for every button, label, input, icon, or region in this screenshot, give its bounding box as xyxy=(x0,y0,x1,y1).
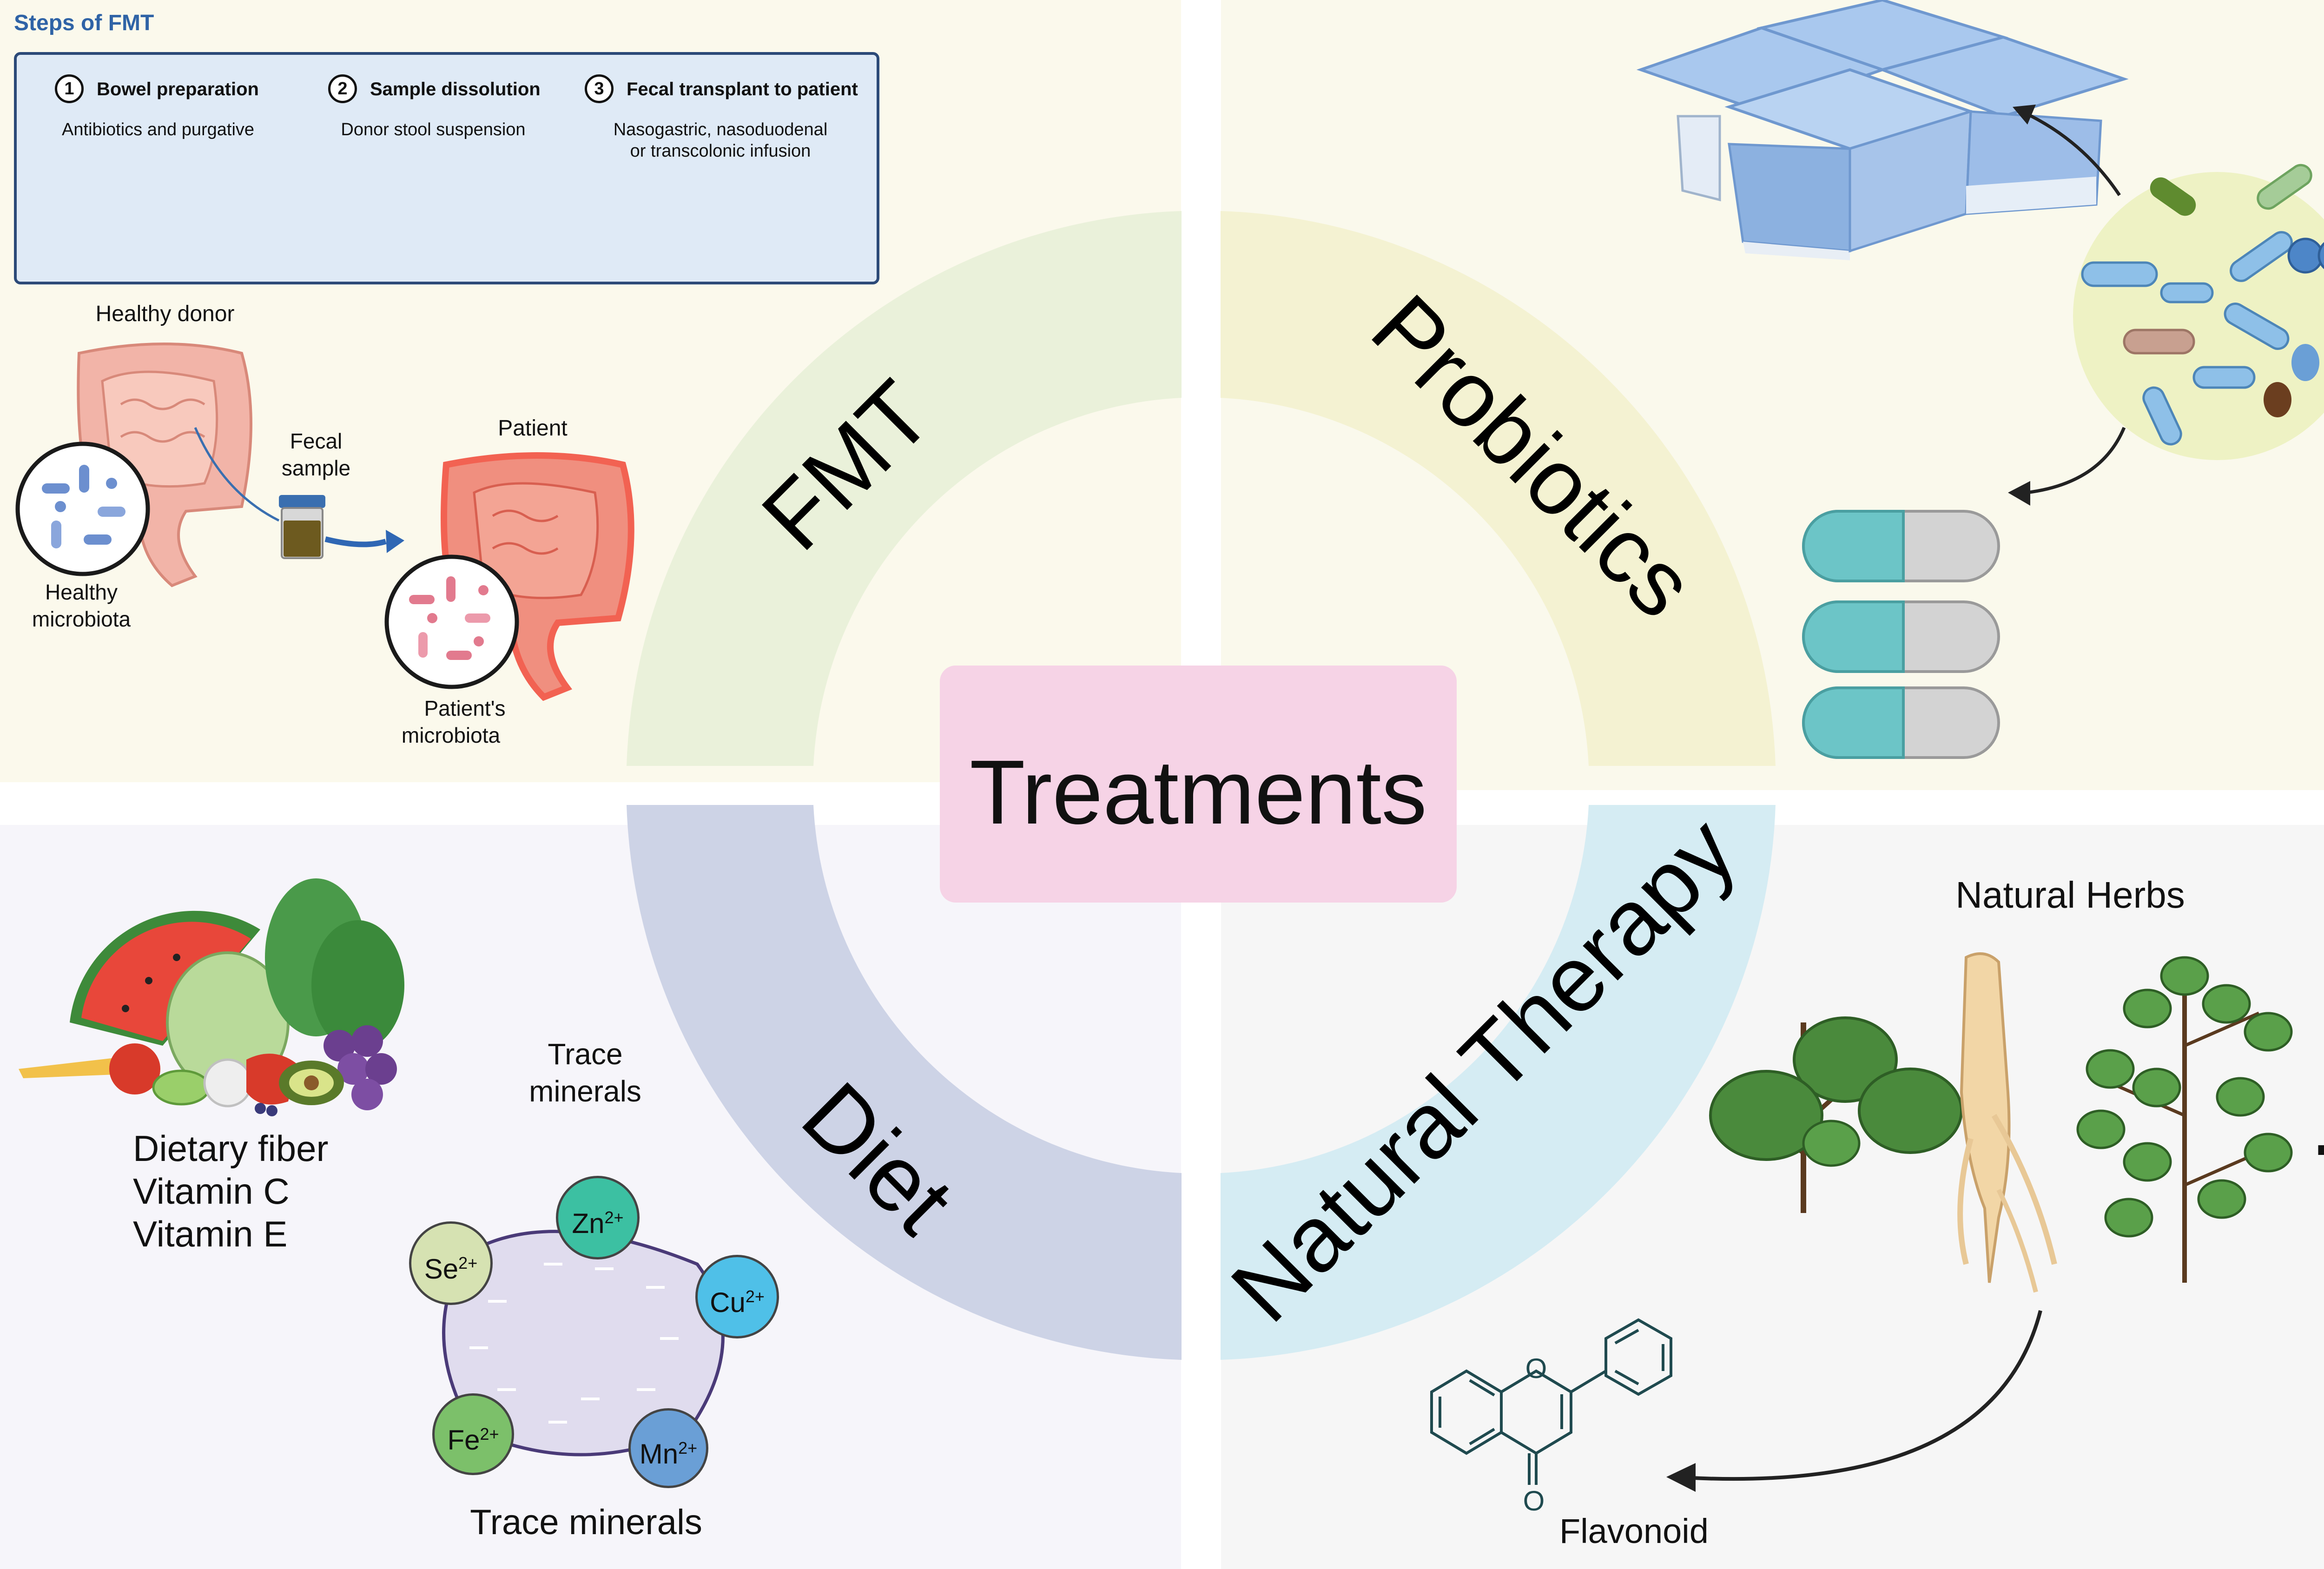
herb-plant-icon xyxy=(1709,1016,1963,1213)
diet-nutrient-item: Vitamin C xyxy=(133,1171,290,1212)
flavonoid-keto-oxygen: O xyxy=(1523,1485,1545,1516)
arrow-to-flavonoid-head xyxy=(1666,1463,1696,1492)
diet-nutrient-item: Dietary fiber xyxy=(133,1128,329,1169)
healthy-colon-icon xyxy=(77,343,252,587)
copper-ion-badge: Cu2+ xyxy=(695,1255,779,1338)
fecal-sample-label-line2: sample xyxy=(281,456,351,480)
step-3-number: 3 xyxy=(585,74,614,103)
arrow-to-yogurt-head xyxy=(2013,105,2036,125)
capsules-icon xyxy=(1802,510,2000,759)
herb-shrub-icon xyxy=(2076,956,2293,1283)
zinc-ion-charge: 2+ xyxy=(604,1208,624,1227)
donor-connector-line xyxy=(194,427,280,522)
patient-microbiota-label-line2: microbiota xyxy=(401,723,501,747)
flavonoid-ring-oxygen: O xyxy=(1525,1353,1547,1384)
arrow-to-capsules-head xyxy=(2008,481,2030,506)
treatments-box xyxy=(940,666,1457,903)
step-3-description-line1: Nasogastric, nasoduodenal xyxy=(613,120,828,139)
fmt-steps-box xyxy=(14,52,879,284)
step-2-number: 2 xyxy=(328,74,357,103)
selenium-ion-badge: Se2+ xyxy=(409,1221,493,1305)
arrow-to-flavonoid xyxy=(1691,1310,2042,1481)
fruits-and-vegetables-icon xyxy=(19,878,404,1116)
trace-minerals-inner-label-line1: Trace xyxy=(548,1037,623,1071)
step-1-number: 1 xyxy=(55,74,84,103)
more-herbs-ellipsis: ... xyxy=(2314,1095,2324,1170)
flavonoid-structure-icon xyxy=(1430,1318,1672,1485)
diet-nutrient-list: Dietary fiber Vitamin C Vitamin E xyxy=(133,1127,458,1255)
treatments-title: Treatments xyxy=(970,741,1427,843)
transfer-arrow-icon xyxy=(324,530,404,553)
microbes-circle-icon xyxy=(2073,164,2324,460)
iron-ion-charge: 2+ xyxy=(480,1424,499,1444)
patient-microbiota-label-line1: Patient's xyxy=(424,696,506,720)
step-3-title: Fecal transplant to patient xyxy=(627,79,858,99)
zinc-ion-symbol: Zn xyxy=(572,1208,605,1239)
selenium-ion-symbol: Se xyxy=(424,1253,459,1285)
manganese-ion-charge: 2+ xyxy=(678,1438,698,1457)
diet-nutrient-item: Vitamin E xyxy=(133,1213,288,1254)
step-1-title: Bowel preparation xyxy=(97,79,259,99)
natural-herbs-title: Natural Herbs xyxy=(1955,874,2185,916)
manganese-ion-badge: Mn2+ xyxy=(628,1408,708,1488)
iron-ion-badge: Fe2+ xyxy=(432,1393,514,1475)
yogurt-cups-icon xyxy=(1636,0,2129,260)
steps-of-fmt-title: Steps of FMT xyxy=(14,11,154,35)
copper-ion-symbol: Cu xyxy=(710,1287,746,1318)
probiotics-segment xyxy=(1221,211,1776,766)
trace-minerals-caption: Trace minerals xyxy=(470,1503,702,1542)
trace-minerals-inner-label-line2: minerals xyxy=(529,1075,641,1108)
healthy-microbiota-label-line2: microbiota xyxy=(32,607,131,631)
zinc-ion-badge: Zn2+ xyxy=(556,1176,640,1259)
fmt-segment xyxy=(627,211,1182,766)
step-3-description-line2: or transcolonic infusion xyxy=(630,141,811,161)
step-2-title: Sample dissolution xyxy=(370,79,541,99)
diet-segment xyxy=(627,805,1182,1360)
patient-label: Patient xyxy=(498,416,568,441)
step-1-description: Antibiotics and purgative xyxy=(61,120,255,139)
manganese-ion-symbol: Mn xyxy=(639,1438,679,1470)
arrow-to-capsules xyxy=(2026,427,2126,494)
patient-microbiota-icon xyxy=(384,554,519,689)
patient-colon-icon xyxy=(441,452,634,701)
ginseng-root-icon xyxy=(1957,952,2057,1293)
fecal-sample-label-line1: Fecal xyxy=(290,429,343,453)
natural-therapy-segment xyxy=(1221,805,1776,1360)
healthy-donor-label: Healthy donor xyxy=(95,302,235,326)
flavonoid-label: Flavonoid xyxy=(1559,1512,1709,1550)
selenium-ion-charge: 2+ xyxy=(458,1253,478,1272)
copper-ion-charge: 2+ xyxy=(745,1287,765,1306)
healthy-microbiota-icon xyxy=(15,442,150,576)
arrow-to-yogurt xyxy=(2021,110,2121,196)
fecal-sample-jar-icon xyxy=(279,495,325,559)
iron-ion-symbol: Fe xyxy=(447,1424,480,1456)
healthy-microbiota-label-line1: Healthy xyxy=(45,580,118,604)
step-2-description: Donor stool suspension xyxy=(341,120,526,139)
